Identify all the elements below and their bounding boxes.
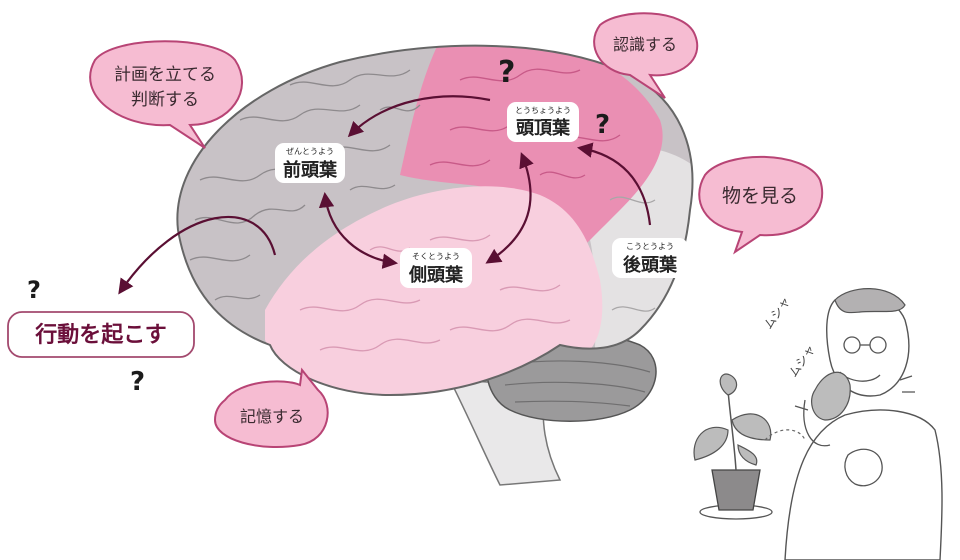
ruby-occipital: こうとうよう xyxy=(626,242,674,251)
bubble-planning-line2: 判断する xyxy=(131,90,199,110)
bubble-memory: 記憶する xyxy=(213,367,329,448)
arrow-parietal-to-frontal xyxy=(347,95,491,138)
plant-illustration xyxy=(693,373,806,520)
bubble-recognize: 認識する xyxy=(593,12,699,99)
occipital-lobe-label: 後頭葉 xyxy=(623,254,678,276)
frontal-lobe-label: 前頭葉 xyxy=(283,159,338,181)
bubble-recognize-text: 認識する xyxy=(613,35,677,54)
arrow-frontal-temporal xyxy=(318,191,399,269)
arrows xyxy=(118,95,652,295)
action-box: 行動を起こす xyxy=(7,311,195,358)
ruby-temporal: そくとうよう xyxy=(412,252,460,261)
ruby-parietal: とうちょうよう xyxy=(515,106,571,115)
bubble-planning: 計画を立てる 判断する xyxy=(89,40,243,149)
bubble-memory-text: 記憶する xyxy=(240,407,304,426)
man-illustration xyxy=(784,288,943,560)
arrow-occipital-to-parietal xyxy=(576,142,652,226)
question-mark-1: ? xyxy=(498,55,515,90)
bubble-planning-line1: 計画を立てる xyxy=(114,65,216,85)
question-mark-2: ? xyxy=(595,110,610,140)
action-text: 行動を起こす xyxy=(34,322,167,348)
arrow-frontal-to-action xyxy=(118,215,277,295)
ruby-frontal: ぜんとうよう xyxy=(286,147,334,156)
question-mark-3: ? xyxy=(27,276,41,304)
label-frontal: ぜんとうよう 前頭葉 xyxy=(275,143,345,183)
bubble-see: 物を見る xyxy=(698,155,824,255)
label-temporal: そくとうよう 側頭葉 xyxy=(400,248,472,288)
label-occipital: こうとうよう 後頭葉 xyxy=(612,238,688,278)
sound-effect-1: ムシャ xyxy=(761,294,793,332)
parietal-lobe-label: 頭頂葉 xyxy=(516,118,571,139)
question-mark-4: ? xyxy=(130,367,145,397)
arrow-parietal-temporal xyxy=(485,152,534,264)
bubble-see-text: 物を見る xyxy=(722,185,798,207)
label-parietal: とうちょうよう 頭頂葉 xyxy=(507,102,579,142)
brain-outline xyxy=(176,44,694,397)
temporal-lobe-label: 側頭葉 xyxy=(408,264,464,286)
sound-effect-2: ムシャ xyxy=(786,342,818,380)
